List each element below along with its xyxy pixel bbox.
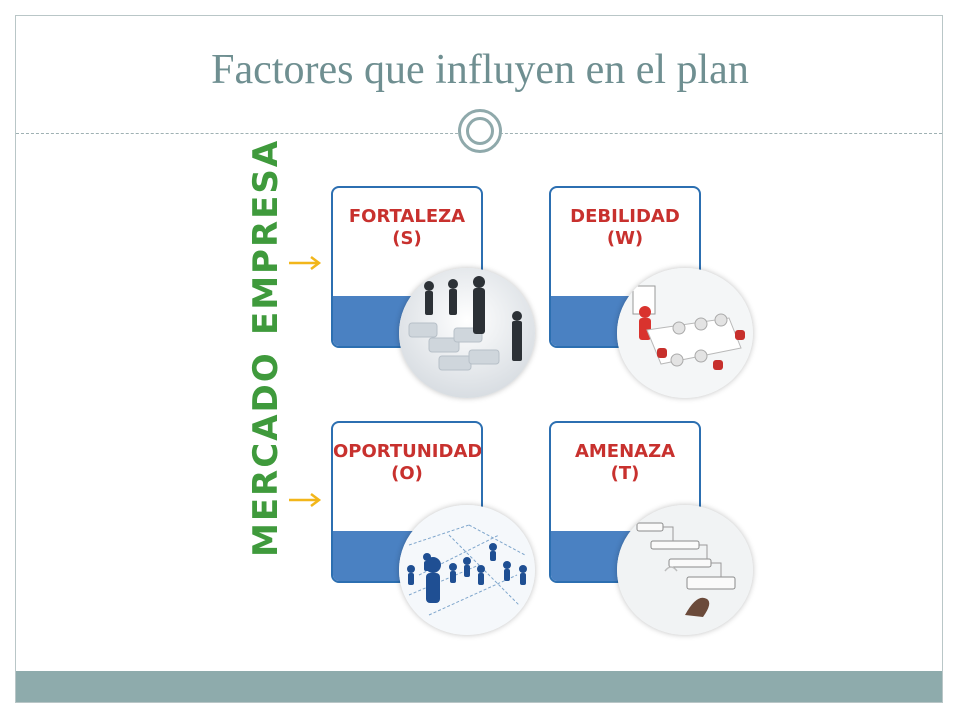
divider-ring-icon: [458, 109, 502, 153]
business-people-puzzle-image: [399, 268, 535, 398]
card-title: DEBILIDAD (W): [570, 206, 680, 249]
card-title: FORTALEZA (S): [348, 206, 466, 249]
meeting-table-image: [617, 268, 753, 398]
arrow-right-icon: [289, 256, 322, 270]
row-label-mercado: MERCADO: [246, 351, 286, 557]
arrow-right-icon: [289, 493, 322, 507]
row-label-empresa: EMPRESA: [246, 138, 286, 335]
card-title: AMENAZA (T): [574, 441, 676, 484]
people-network-image: [399, 505, 535, 635]
slide-title: Factores que influyen en el plan: [211, 47, 749, 93]
process-flowchart-image: [617, 505, 753, 635]
footer-bar: [16, 671, 942, 702]
card-title: OPORTUNIDAD (O): [333, 441, 483, 484]
